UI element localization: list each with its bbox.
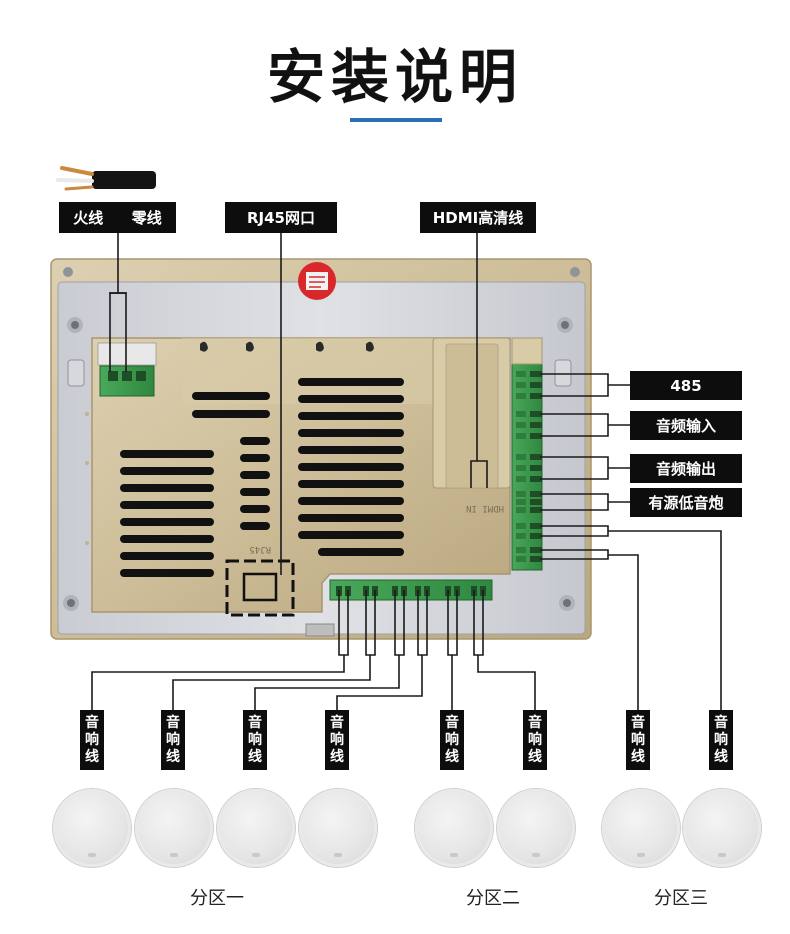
speaker-cable-label-char: 线: [166, 748, 180, 765]
bottom-terminal-strip: [329, 579, 493, 601]
speaker-cable-label-char: 音: [445, 714, 459, 731]
label-neutral-wire: 零线: [131, 209, 162, 227]
label-power: 火线 零线: [59, 202, 176, 233]
speaker-cable-label-char: 线: [528, 748, 542, 765]
warranty-sticker-icon: [298, 262, 336, 300]
side-terminal-pin-10: [530, 491, 542, 497]
ceiling-speaker-icon: [497, 789, 575, 867]
ceiling-speaker-icon: [299, 789, 377, 867]
ceiling-speaker-icon: [53, 789, 131, 867]
label-audio-input: 音频输入: [630, 411, 742, 440]
speaker-cable-label-char: 线: [248, 748, 262, 765]
label-485: 485: [630, 371, 742, 400]
side-terminal-pin-1: [530, 371, 542, 377]
side-terminal-pin-13: [530, 523, 542, 529]
side-terminal-pin-8: [530, 465, 542, 471]
speaker-cable-label-char: 响: [631, 731, 645, 748]
speaker-cable-label-5: 音响线: [440, 710, 464, 770]
zone-label-1: 分区一: [190, 888, 244, 909]
hdmi-board-print: HDMI IN: [466, 503, 504, 513]
mounting-hole-icon: [63, 267, 580, 611]
side-terminal-pin-5: [530, 422, 542, 428]
speaker-cable-label-char: 线: [445, 748, 459, 765]
speaker-cable-label-char: 音: [714, 714, 728, 731]
ceiling-speaker-icon: [135, 789, 213, 867]
speaker-cable-label-3: 音响线: [243, 710, 267, 770]
ventilation-slots: [120, 378, 404, 577]
speaker-cable-label-char: 响: [248, 731, 262, 748]
side-terminal-pin-2: [530, 382, 542, 388]
speaker-cable-label-char: 响: [714, 731, 728, 748]
side-terminal-pin-14: [530, 533, 542, 539]
side-terminal-pin-11: [530, 499, 542, 505]
rj45-port-icon: [225, 559, 295, 617]
side-terminal-strip: [511, 337, 543, 571]
power-cable-icon: [56, 166, 156, 191]
power-terminal-block: [97, 342, 157, 397]
side-terminal-pin-3: [530, 393, 542, 399]
speaker-cable-label-char: 音: [166, 714, 180, 731]
title-underline: [350, 118, 442, 122]
ceiling-speaker-icon: [602, 789, 680, 867]
wire-lines: [91, 233, 722, 710]
speaker-cable-label-char: 响: [85, 731, 99, 748]
speaker-cable-label-2: 音响线: [161, 710, 185, 770]
speaker-cable-label-char: 响: [445, 731, 459, 748]
rj45-board-print: RJ45: [249, 544, 271, 554]
side-terminal-pin-9: [530, 476, 542, 482]
ceiling-speaker-icon: [683, 789, 761, 867]
side-terminal-pin-6: [530, 433, 542, 439]
speaker-cable-label-char: 线: [85, 748, 99, 765]
label-subwoofer: 有源低音炮: [630, 488, 742, 517]
speaker-cable-label-char: 音: [631, 714, 645, 731]
speaker-cable-label-char: 音: [248, 714, 262, 731]
speaker-cable-label-6: 音响线: [523, 710, 547, 770]
speaker-cable-label-8: 音响线: [709, 710, 733, 770]
ceiling-speaker-icon: [415, 789, 493, 867]
speaker-cable-label-char: 线: [631, 748, 645, 765]
label-audio-output: 音频输出: [630, 454, 742, 483]
speaker-cable-label-char: 响: [330, 731, 344, 748]
side-terminal-pin-16: [530, 556, 542, 562]
zone-label-3: 分区三: [654, 888, 708, 909]
speaker-cable-label-char: 线: [714, 748, 728, 765]
label-rj45: RJ45网口: [225, 202, 337, 233]
speaker-cable-label-1: 音响线: [80, 710, 104, 770]
side-terminal-pin-7: [530, 454, 542, 460]
side-terminal-pin-12: [530, 507, 542, 513]
speaker-cable-label-char: 音: [85, 714, 99, 731]
page-title: 安装说明: [266, 43, 523, 111]
ceiling-speaker-icon: [217, 789, 295, 867]
speaker-cable-label-char: 音: [528, 714, 542, 731]
label-live-wire: 火线: [73, 209, 104, 227]
speaker-cable-label-char: 响: [166, 731, 180, 748]
speaker-cable-label-char: 线: [330, 748, 344, 765]
side-terminal-pin-15: [530, 547, 542, 553]
speaker-cable-label-7: 音响线: [626, 710, 650, 770]
speaker-cable-label-4: 音响线: [325, 710, 349, 770]
speaker-cable-label-char: 音: [330, 714, 344, 731]
zone-label-2: 分区二: [466, 888, 520, 909]
speaker-cable-label-char: 响: [528, 731, 542, 748]
side-terminal-pin-4: [530, 411, 542, 417]
label-hdmi: HDMI高清线: [420, 202, 536, 233]
